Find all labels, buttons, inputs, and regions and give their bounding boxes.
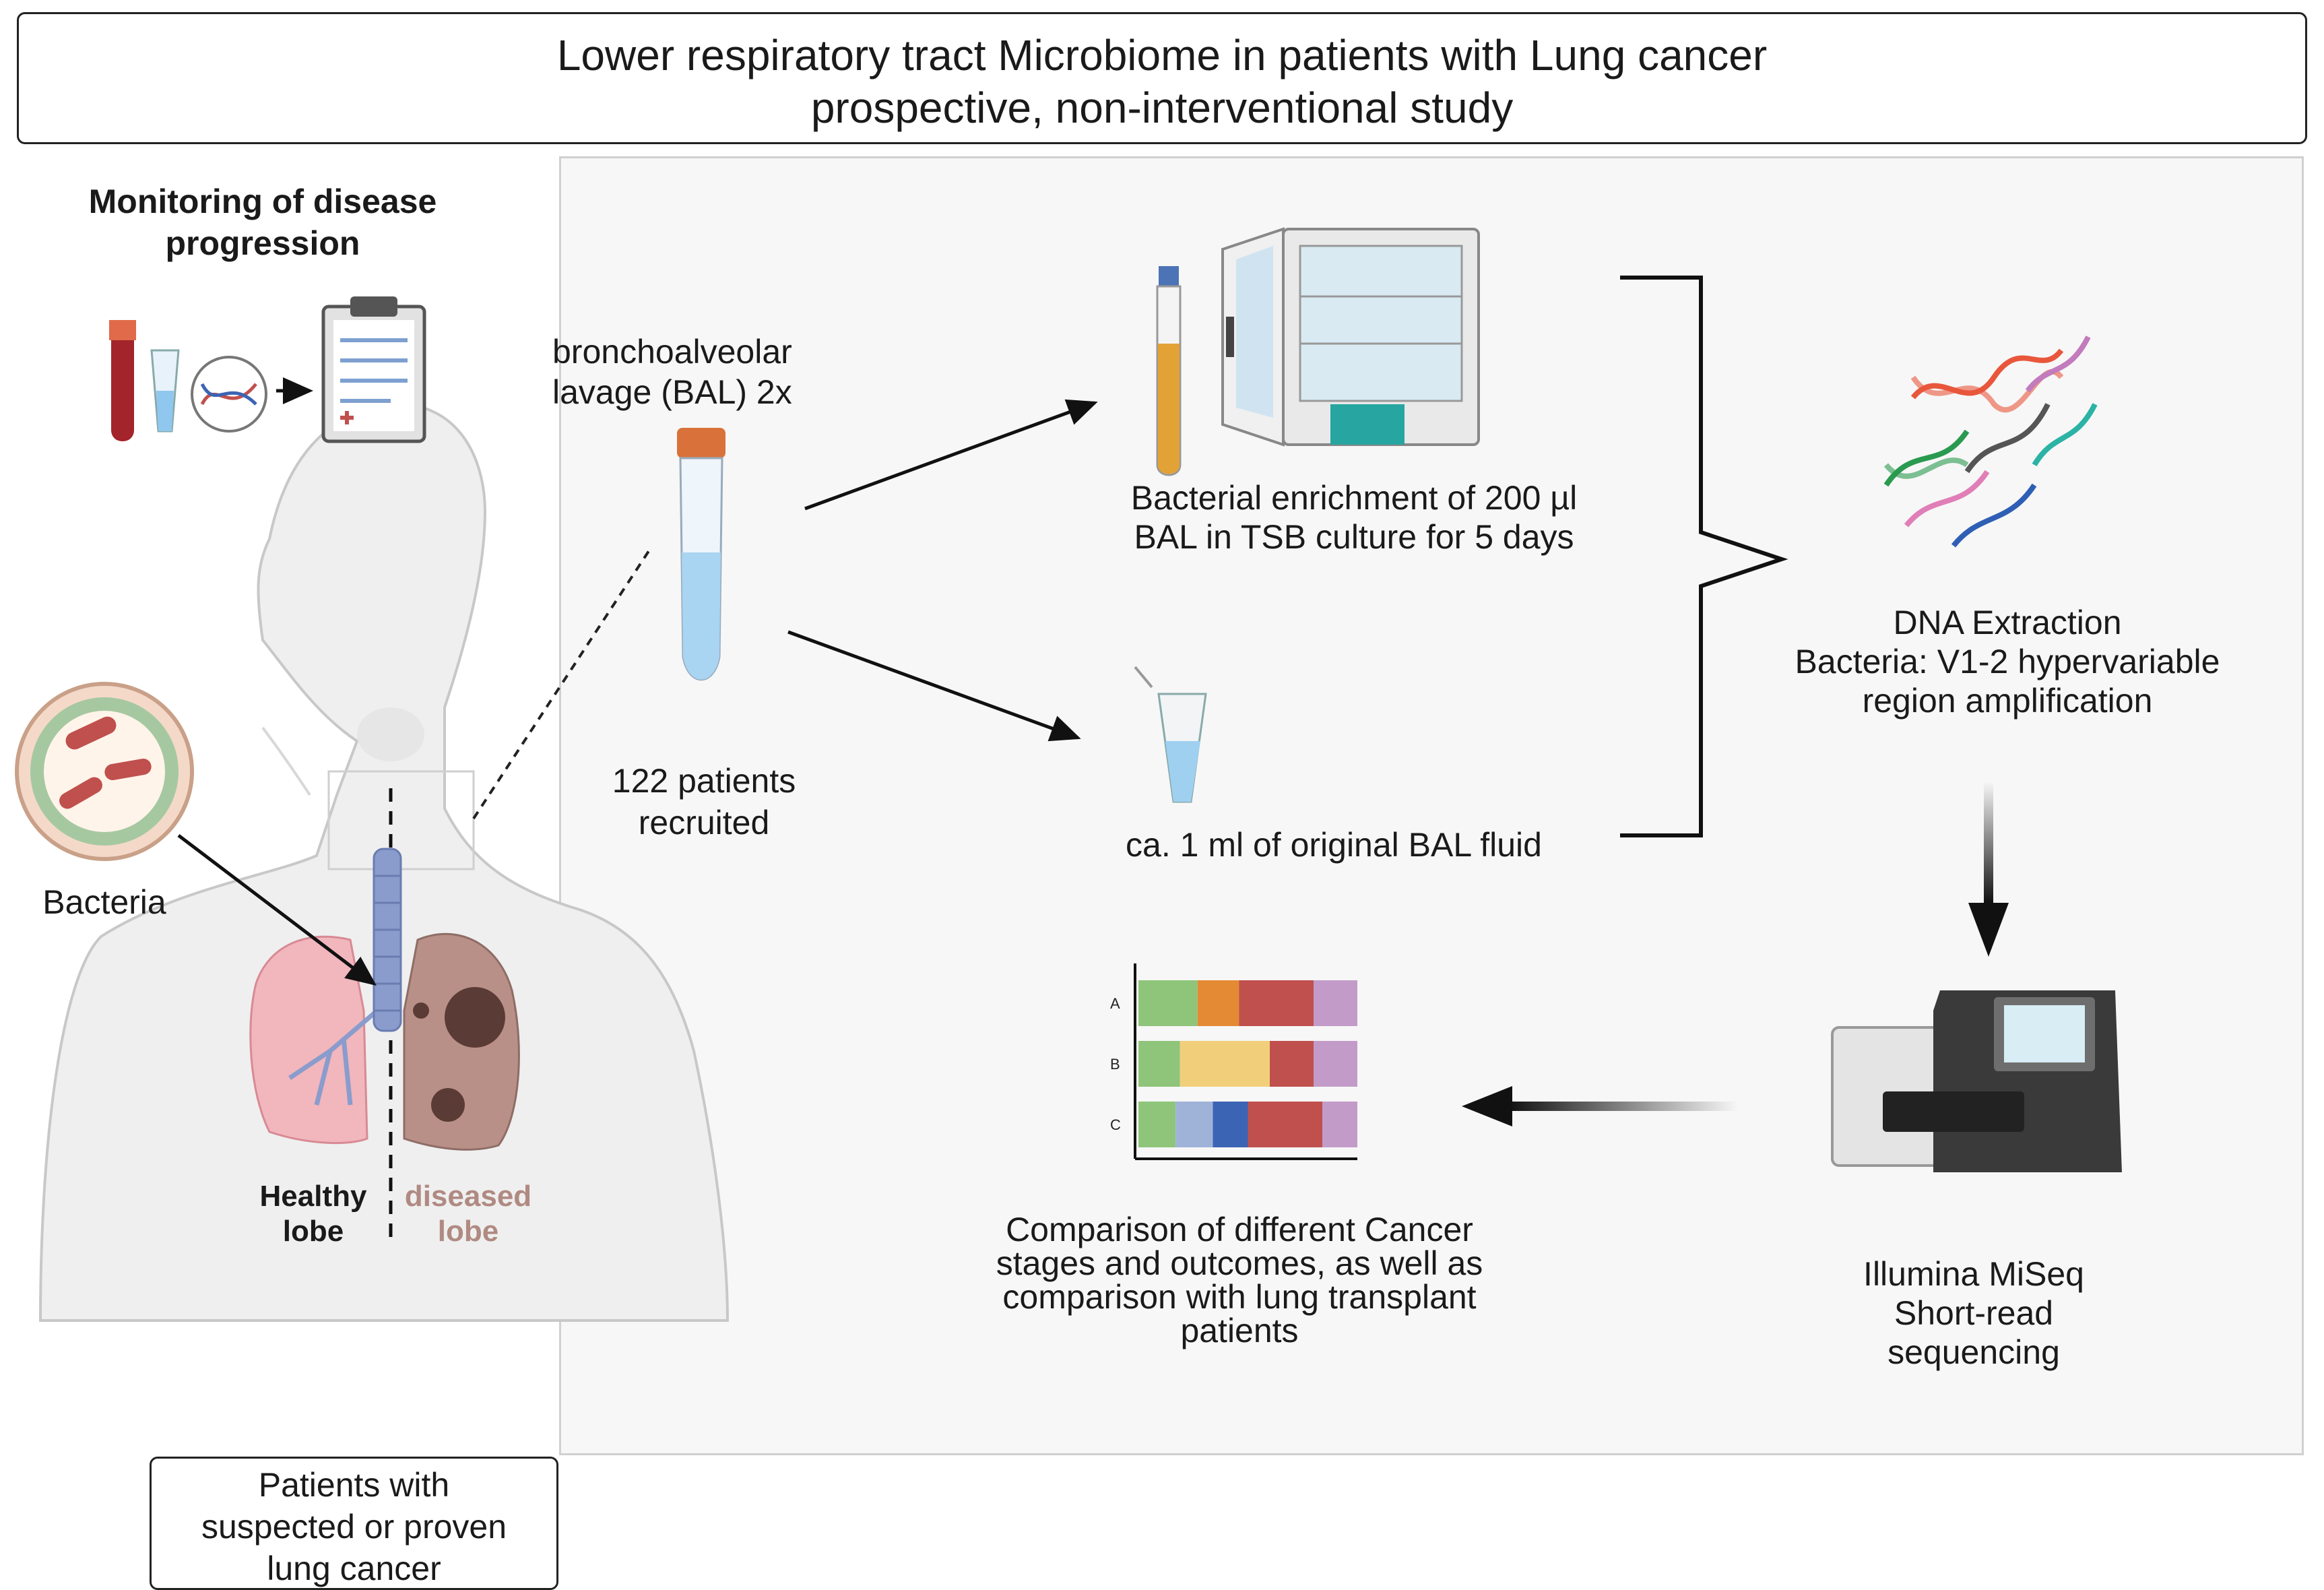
monitoring-heading: Monitoring of disease progression xyxy=(61,181,465,264)
comparison-label: Comparison of different Cancer stages an… xyxy=(970,1213,1509,1347)
healthy-bronchi xyxy=(288,1009,379,1106)
comparison-line-2: stages and outcomes, as well as xyxy=(996,1244,1483,1282)
bar-segment-A-1 xyxy=(1197,980,1239,1026)
recruited-line-2: recruited xyxy=(638,804,770,841)
arrow-to-enrichment xyxy=(804,399,1098,511)
healthy-line-1: Healthy xyxy=(259,1180,367,1213)
dna-magnifier-icon xyxy=(191,356,267,433)
category-label-A: A xyxy=(1110,995,1120,1012)
bar-segment-B-2 xyxy=(1180,1041,1270,1087)
dna-line-3: region amplification xyxy=(1862,682,2153,720)
bal-falcon-tube xyxy=(677,428,725,681)
recruited-line-1: 122 patients xyxy=(612,762,796,800)
dna-line-2: Bacteria: V1-2 hypervariable xyxy=(1795,643,2220,680)
sequencing-line-2: Short-read xyxy=(1894,1294,2054,1332)
bacteria-arrow xyxy=(177,834,377,986)
dna-line-1: DNA Extraction xyxy=(1893,604,2122,641)
bar-segment-C-3 xyxy=(1175,1102,1213,1147)
comparison-line-1: Comparison of different Cancer xyxy=(1006,1211,1473,1248)
diseased-lobe-label: diseased lobe xyxy=(394,1179,542,1249)
comparison-line-4: patients xyxy=(1180,1312,1299,1349)
bar-segment-B-6 xyxy=(1314,1041,1357,1087)
category-label-C: C xyxy=(1110,1116,1121,1133)
bar-segment-A-6 xyxy=(1314,980,1357,1026)
bar-segment-C-4 xyxy=(1213,1102,1248,1147)
bal-label: bronchoalveolar lavage (BAL) 2x xyxy=(552,331,835,412)
stacked-bar-chart: A B C xyxy=(1110,963,1357,1160)
enrichment-line-1: Bacterial enrichment of 200 µl xyxy=(1130,479,1578,517)
bar-segment-A-5 xyxy=(1239,980,1314,1026)
recruited-label: 122 patients recruited xyxy=(569,760,839,844)
merge-bracket xyxy=(1620,276,1788,837)
monitoring-line-1: Monitoring of disease xyxy=(88,183,437,220)
original-fluid-tube-icon xyxy=(1134,666,1207,803)
original-fluid-label: ca. 1 ml of original BAL fluid xyxy=(1126,826,1542,864)
zoom-dashed-line xyxy=(472,548,651,820)
enrichment-label: Bacterial enrichment of 200 µl BAL in TS… xyxy=(1071,478,1637,556)
trachea xyxy=(373,848,402,1032)
arrow-to-comparison-head xyxy=(1462,1086,1512,1126)
title-line-1: Lower respiratory tract Microbiome in pa… xyxy=(556,31,1768,80)
bar-segment-B-5 xyxy=(1270,1041,1314,1087)
bar-segment-C-6 xyxy=(1322,1102,1357,1147)
dna-label: DNA Extraction Bacteria: V1-2 hypervaria… xyxy=(1765,603,2250,720)
title-box: Lower respiratory tract Microbiome in pa… xyxy=(17,12,2307,144)
tumor-large xyxy=(445,987,505,1048)
blood-tube-icon xyxy=(109,320,136,441)
sequencing-line-3: sequencing xyxy=(1887,1333,2060,1371)
diseased-line-1: diseased xyxy=(404,1180,532,1213)
bal-line-2: lavage (BAL) 2x xyxy=(552,373,792,411)
patients-box: Patients with suspected or proven lung c… xyxy=(150,1457,558,1590)
bacteria-illustration xyxy=(15,682,194,861)
monitoring-line-2: progression xyxy=(165,224,360,262)
category-label-B: B xyxy=(1110,1056,1120,1073)
tumor-tiny xyxy=(413,1003,429,1019)
enrichment-line-2: BAL in TSB culture for 5 days xyxy=(1134,518,1574,556)
tumor-small xyxy=(431,1088,465,1122)
sample-tube-icon xyxy=(150,349,180,433)
incubator-icon xyxy=(1221,227,1480,447)
sequencing-line-1: Illumina MiSeq xyxy=(1863,1255,2084,1293)
comparison-line-3: comparison with lung transplant xyxy=(1002,1278,1477,1316)
healthy-line-2: lobe xyxy=(282,1215,344,1248)
diseased-line-2: lobe xyxy=(437,1215,499,1248)
clipboard-icon xyxy=(321,296,426,443)
patients-line-2: suspected or proven xyxy=(201,1508,507,1546)
illumina-sequencer-icon xyxy=(1831,990,2122,1172)
arrow-to-sequencer-head xyxy=(1968,903,2009,957)
bacteria-label: Bacteria xyxy=(42,883,166,921)
arrow-to-original-fluid xyxy=(787,630,1081,742)
dna-helix-icon xyxy=(1883,336,2098,548)
patients-line-1: Patients with xyxy=(258,1466,450,1504)
sequencing-label: Illumina MiSeq Short-read sequencing xyxy=(1805,1254,2142,1372)
culture-tube-icon xyxy=(1156,266,1182,476)
arrow-to-sequencer-shaft xyxy=(1984,782,1993,903)
arrow-to-comparison-shaft xyxy=(1509,1102,1738,1111)
bar-segment-B-0 xyxy=(1138,1041,1180,1087)
bal-line-1: bronchoalveolar xyxy=(552,333,792,371)
bar-segment-A-0 xyxy=(1138,980,1198,1026)
healthy-lobe-label: Healthy lobe xyxy=(239,1179,387,1249)
healthy-lobe-lung xyxy=(249,935,368,1145)
title-line-2: prospective, non-interventional study xyxy=(810,84,1514,132)
bar-segment-C-0 xyxy=(1138,1102,1176,1147)
bar-segment-C-5 xyxy=(1248,1102,1322,1147)
patients-line-3: lung cancer xyxy=(267,1550,441,1587)
